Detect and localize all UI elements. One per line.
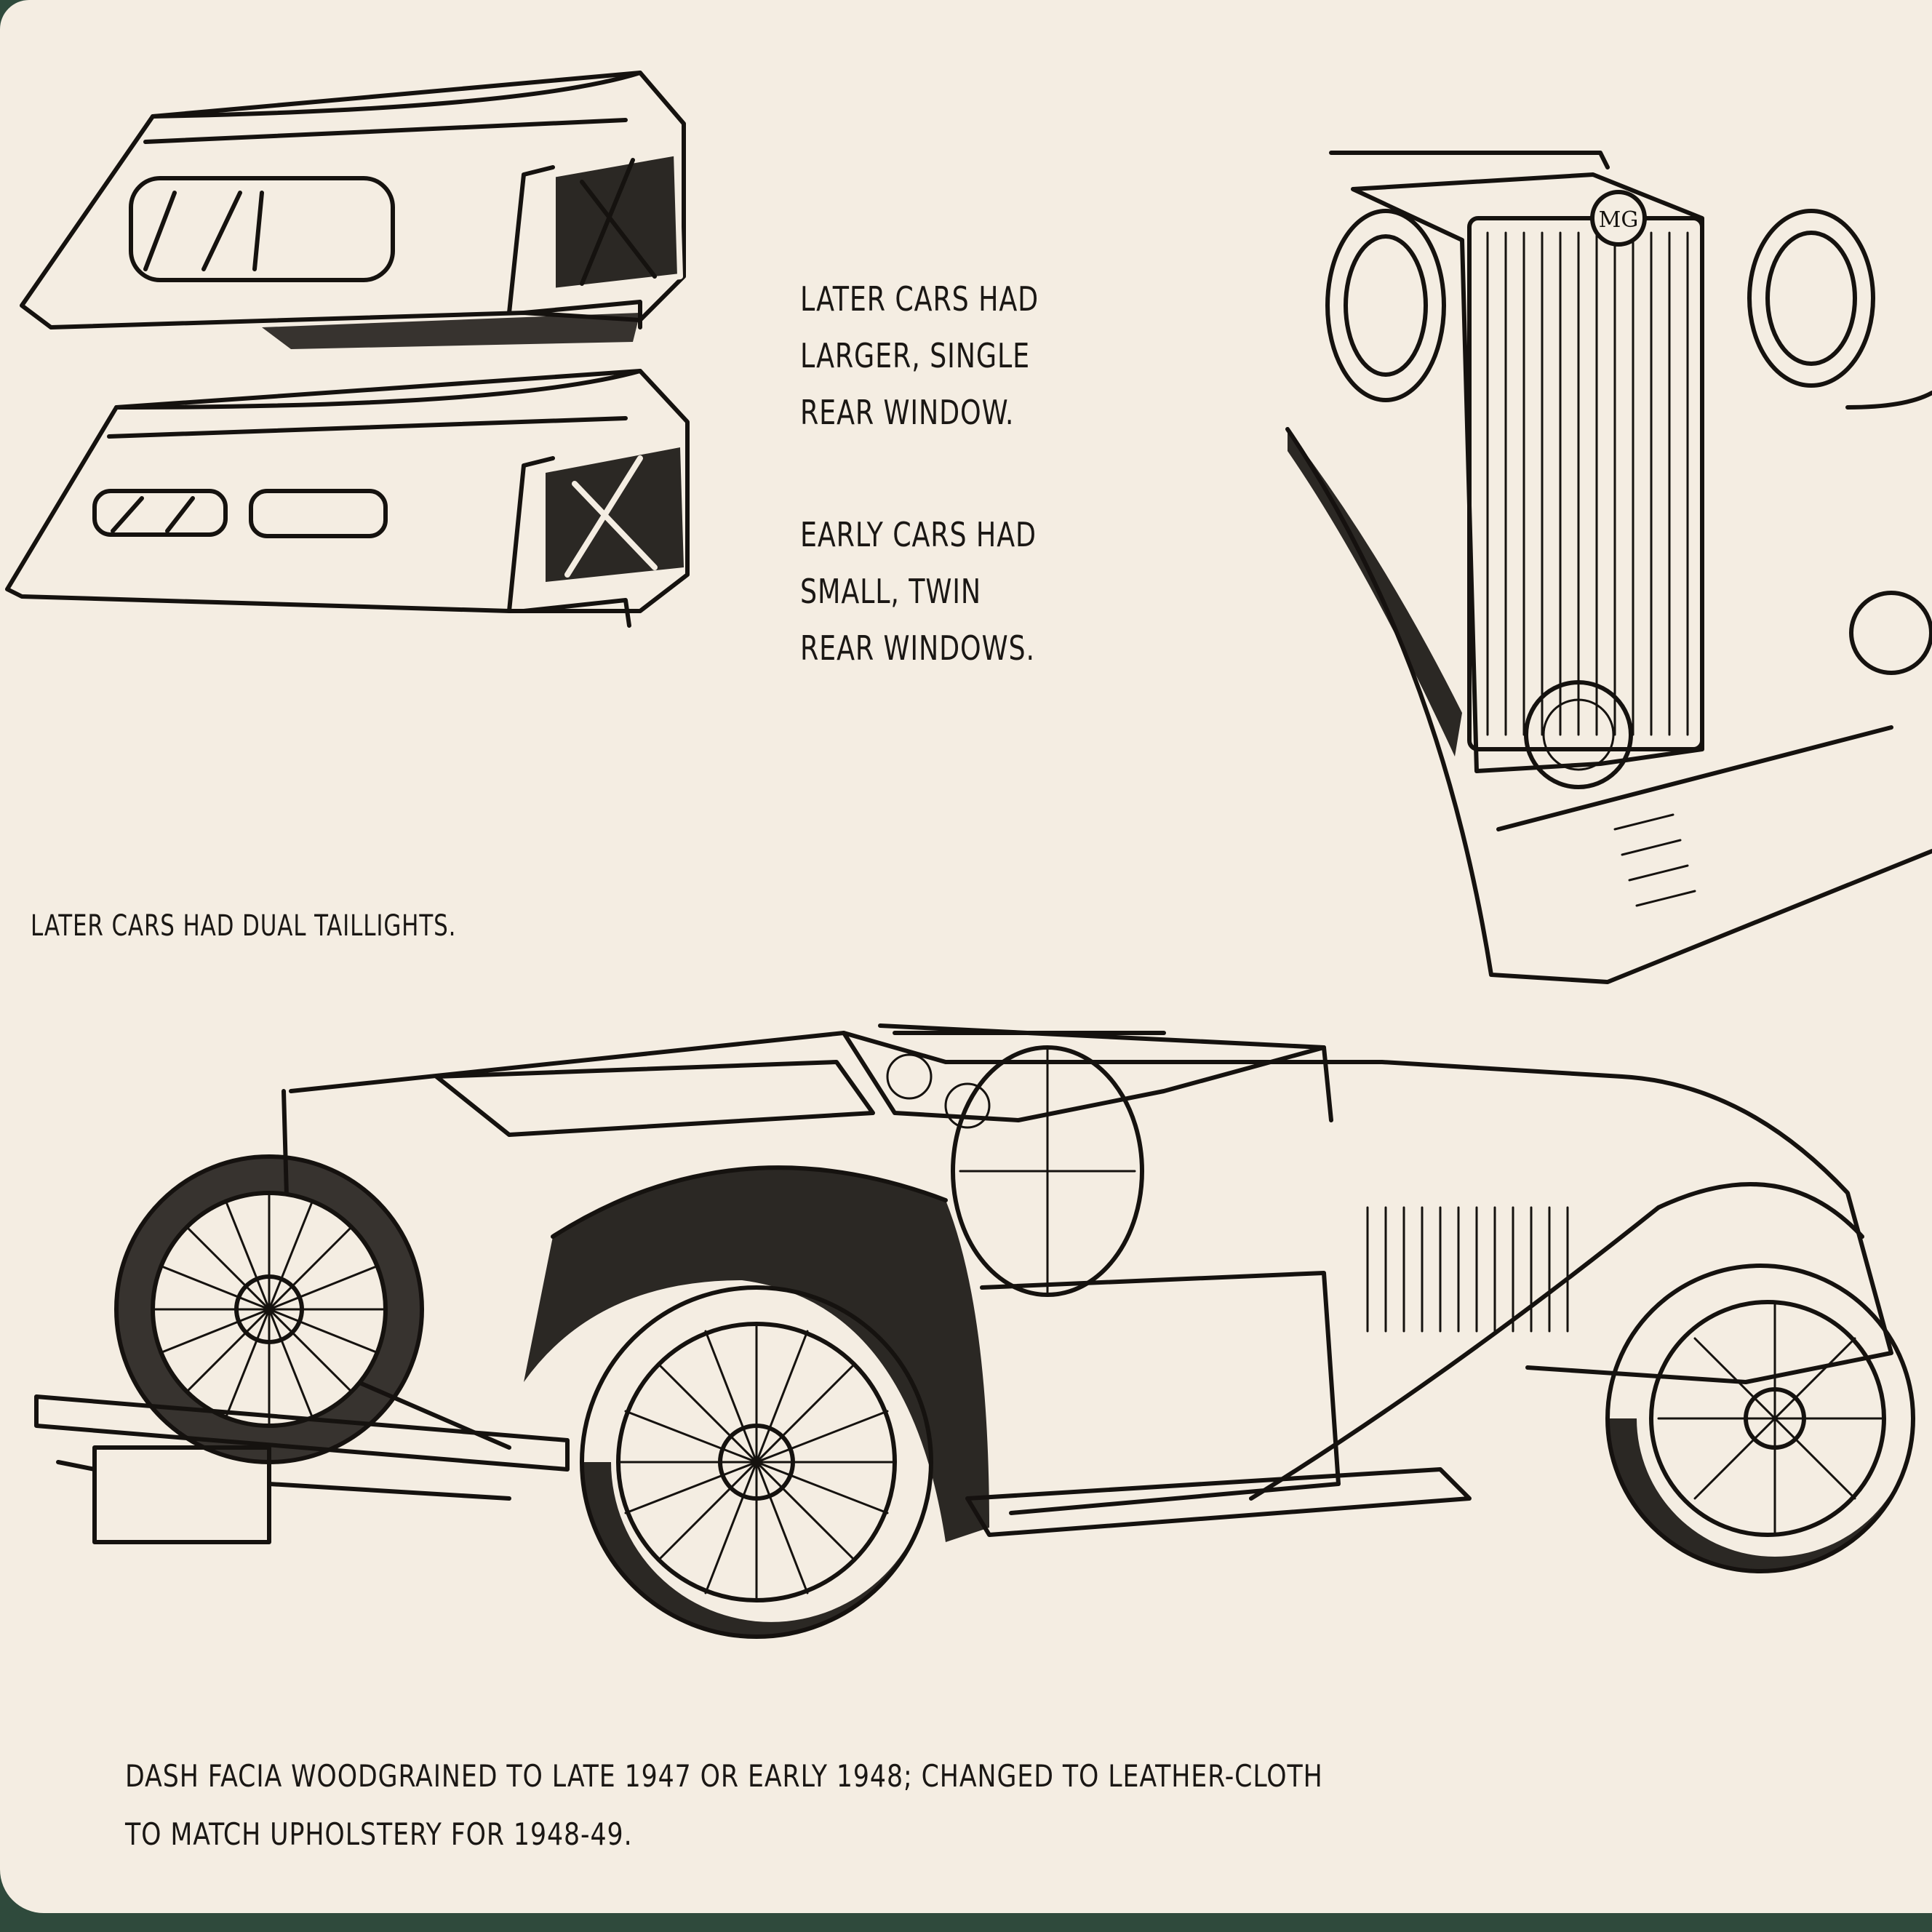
window-note-later-line-1: LATER CARS HAD xyxy=(800,279,1039,319)
grille-badge: MG xyxy=(1599,207,1639,233)
window-note-later-line-3: REAR WINDOW. xyxy=(800,393,1015,432)
soft-top-single-window-illustration xyxy=(20,71,686,349)
soft-top-twin-window-illustration xyxy=(5,369,690,628)
taillights-note: LATER CARS HAD DUAL TAILLIGHTS. xyxy=(31,909,457,943)
window-notes: LATER CARS HAD LARGER, SINGLE REAR WINDO… xyxy=(800,271,1069,676)
window-note-early-line-3: REAR WINDOWS. xyxy=(800,628,1035,668)
dash-note-line-2: TO MATCH UPHOLSTERY FOR 1948-49. xyxy=(125,1816,633,1852)
window-note-early-line-1: EARLY CARS HAD xyxy=(800,515,1037,554)
front-grille-illustration: MG xyxy=(1285,151,1932,984)
dash-note-line-1: DASH FACIA WOODGRAINED TO LATE 1947 OR E… xyxy=(125,1758,1323,1794)
window-note-later-line-2: LARGER, SINGLE xyxy=(800,336,1031,375)
window-note-early-line-2: SMALL, TWIN xyxy=(800,572,982,611)
dash-note: DASH FACIA WOODGRAINED TO LATE 1947 OR E… xyxy=(125,1747,1597,1864)
mg-tc-car-illustration xyxy=(34,1023,1915,1639)
